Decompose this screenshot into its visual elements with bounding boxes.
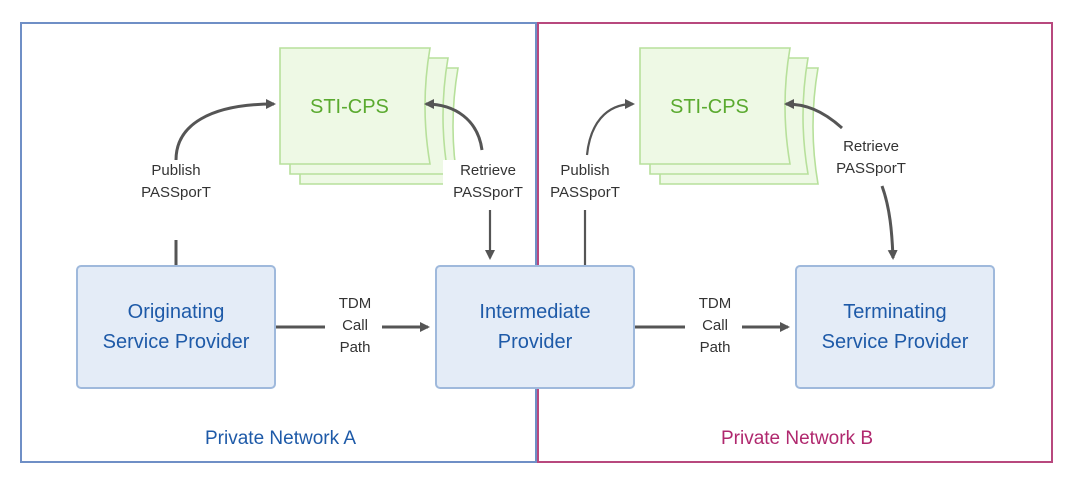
publish-passport-label-a: Publish PASSporT [136,160,216,204]
publish-arrow-b-curve [585,99,635,156]
edge-label-line1: Publish [151,162,201,179]
edge-label-line2: Call [342,317,368,334]
edge-label-line1: TDM [698,295,732,312]
edge-label-line2: PASSporT [550,184,620,201]
retrieve-arrow-b-curve [784,99,844,130]
provider-label-line1: Intermediate [479,301,591,323]
sti-cps-label-a: STI-CPS [310,96,389,118]
edge-label-line2: PASSporT [836,160,906,177]
provider-label-line2: Service Provider [821,331,969,353]
retrieve-arrow-b [880,185,898,260]
edge-label-line3: Path [699,339,731,356]
provider-label-line1: Terminating [843,301,947,323]
sti-cps-label-b: STI-CPS [670,96,749,118]
edge-label-line1: TDM [338,295,372,312]
edge-label-line1: Retrieve [843,138,899,155]
edge-label-line2: PASSporT [141,184,211,201]
terminating-service-provider: Terminating Service Provider [795,265,995,389]
edge-label-line1: Retrieve [460,162,516,179]
edge-label-line1: Publish [560,162,610,179]
intermediate-provider: Intermediate Provider [435,265,635,389]
provider-label-line2: Provider [497,331,573,353]
publish-passport-label-b: Publish PASSporT [543,160,627,204]
retrieve-arrow-a-curve [424,99,484,151]
tdm-call-path-label-2: TDM Call Path [688,293,742,359]
sti-cps-store-b [639,47,819,185]
private-network-b-boundary: Private Network B [537,22,1053,463]
private-network-a-label: Private Network A [205,428,356,449]
originating-service-provider: Originating Service Provider [76,265,276,389]
document-page-front [279,47,431,165]
publish-arrow-a-curve [174,99,276,161]
edge-label-line3: Path [339,339,371,356]
provider-label-line2: Service Provider [102,331,250,353]
provider-label-line1: Originating [127,301,225,323]
retrieve-passport-label-b: Retrieve PASSporT [826,136,916,180]
edge-label-line2: PASSporT [453,184,523,201]
private-network-b-label: Private Network B [720,428,874,449]
private-network-a-boundary: Private Network A [20,22,537,463]
tdm-call-path-label-1: TDM Call Path [328,293,382,359]
edge-label-line2: Call [702,317,728,334]
document-page-front [639,47,791,165]
retrieve-passport-label-a: Retrieve PASSporT [443,160,533,204]
